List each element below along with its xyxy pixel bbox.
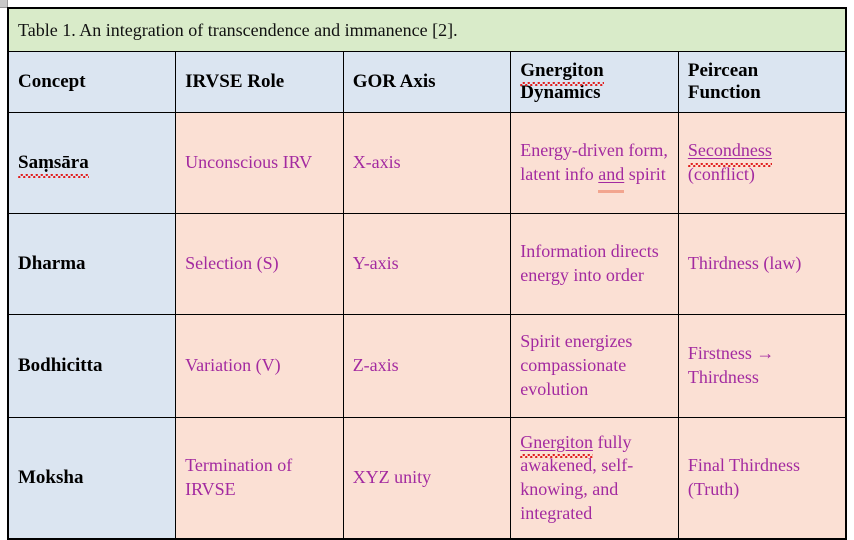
window-corner-artifact: [0, 0, 8, 8]
cell-gor-axis-dharma: Y-axis: [342, 213, 512, 315]
cell-peircean-function-dharma: Thirdness (law): [677, 213, 847, 315]
cell-gnergiton-dynamics-samsara: Energy-driven form, latent info and spir…: [510, 112, 679, 214]
concept-label-samsara: Saṃsāra: [18, 151, 89, 179]
cell-concept-moksha: Moksha: [7, 417, 177, 540]
cell-irvse-role-bodhicitta: Variation (V): [175, 314, 344, 418]
table-row: Moksha Termination of IRVSE XYZ unity Gn…: [7, 417, 847, 540]
gnergiton-dynamics-term-gnergiton: Gnergiton: [520, 431, 593, 458]
cell-gnergiton-dynamics-moksha: Gnergiton fully awakened, self-knowing, …: [510, 417, 679, 540]
peircean-function-term-secondness: Secondness: [687, 139, 772, 167]
column-header-gor-axis: GOR Axis: [342, 51, 512, 113]
cell-peircean-function-samsara: Secondness(conflict): [677, 112, 847, 214]
cell-concept-dharma: Dharma: [7, 213, 177, 315]
table-1-transcendence-immanence: Table 1. An integration of transcendence…: [7, 7, 847, 540]
cell-irvse-role-moksha: Termination of IRVSE: [175, 417, 344, 540]
column-header-concept: Concept: [7, 51, 177, 113]
table-row: Saṃsāra Unconscious IRV X-axis Energy-dr…: [7, 112, 847, 214]
table-row: Bodhicitta Variation (V) Z-axis Spirit e…: [7, 314, 847, 418]
gnergiton-dynamics-text-plain-a: Energy-driven form, latent info: [520, 140, 668, 184]
cell-gnergiton-dynamics-bodhicitta: Spirit energizes compassionate evolution: [510, 314, 679, 418]
cell-gor-axis-bodhicitta: Z-axis: [342, 314, 512, 418]
gnergiton-dynamics-text-plain-b: spirit: [624, 164, 666, 184]
gnergiton-dynamics-text-grammar-marked: and: [598, 163, 625, 193]
column-header-irvse-role: IRVSE Role: [175, 51, 344, 113]
cell-peircean-function-bodhicitta: Firstness → Thirdness: [677, 314, 847, 418]
cell-peircean-function-moksha: Final Thirdness (Truth): [677, 417, 847, 540]
cell-concept-bodhicitta: Bodhicitta: [7, 314, 177, 418]
table-caption: Table 1. An integration of transcendence…: [7, 7, 847, 52]
cell-gor-axis-moksha: XYZ unity: [342, 417, 512, 540]
table-row: Dharma Selection (S) Y-axis Information …: [7, 213, 847, 315]
cell-gnergiton-dynamics-dharma: Information directs energy into order: [510, 213, 679, 315]
column-header-gnergiton-dynamics-line2: Dynamics: [520, 82, 601, 103]
cell-gor-axis-samsara: X-axis: [342, 112, 512, 214]
cell-irvse-role-dharma: Selection (S): [175, 213, 344, 315]
table-caption-row: Table 1. An integration of transcendence…: [7, 7, 847, 52]
column-header-peircean-function-line1: Peircean: [687, 59, 759, 81]
peircean-function-qualifier-conflict: (conflict): [687, 164, 755, 184]
cell-irvse-role-samsara: Unconscious IRV: [175, 112, 344, 214]
column-header-peircean-function-line2: Function: [687, 82, 761, 103]
cell-concept-samsara: Saṃsāra: [7, 112, 177, 214]
column-header-gnergiton-dynamics-line1: Gnergiton: [520, 59, 605, 87]
